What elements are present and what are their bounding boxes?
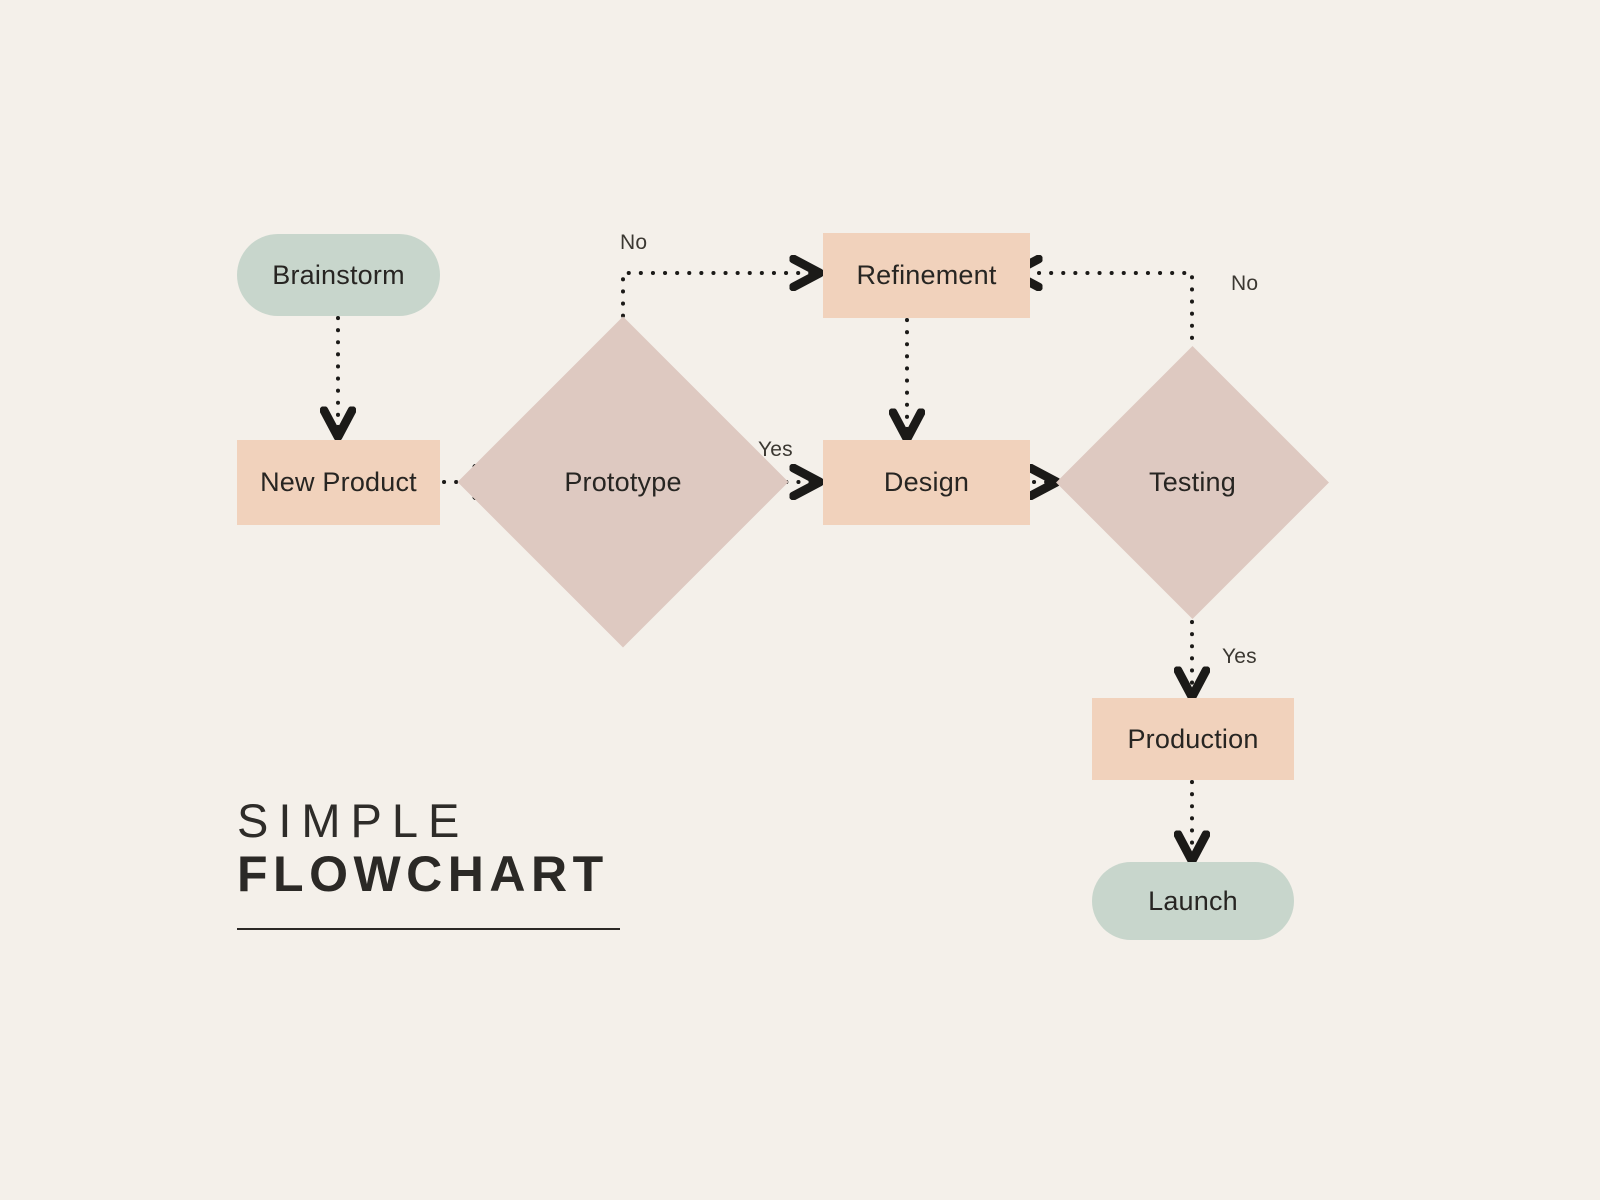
node-prototype[interactable]: Prototype — [457, 316, 789, 648]
node-testing[interactable]: Testing — [1056, 346, 1329, 619]
node-refinement[interactable]: Refinement — [823, 233, 1030, 318]
node-label-refinement: Refinement — [856, 260, 997, 290]
title-underline-rule — [237, 928, 620, 931]
node-label-testing: Testing — [1149, 467, 1236, 497]
node-brainstorm[interactable]: Brainstorm — [237, 234, 440, 316]
page-title-line-1: SIMPLE — [237, 794, 470, 847]
edge-label-no-testing: No — [1231, 272, 1259, 295]
node-design[interactable]: Design — [823, 440, 1030, 525]
node-label-prototype: Prototype — [564, 466, 682, 497]
node-launch[interactable]: Launch — [1092, 862, 1294, 940]
edge-label-no-prototype: No — [620, 231, 648, 254]
node-label-launch: Launch — [1148, 885, 1238, 916]
title-block: SIMPLE FLOWCHART — [237, 794, 620, 931]
page-title-line-2: FLOWCHART — [237, 846, 609, 903]
node-label-production: Production — [1127, 723, 1259, 754]
node-label-brainstorm: Brainstorm — [272, 259, 405, 290]
edge-testing-refinement-no — [1017, 273, 1194, 352]
node-label-design: Design — [883, 467, 970, 497]
node-new-product[interactable]: New Product — [237, 440, 440, 525]
edge-label-yes-testing: Yes — [1222, 645, 1257, 668]
node-production[interactable]: Production — [1092, 698, 1294, 780]
node-label-new-product: New Product — [260, 467, 417, 497]
edge-prototype-refinement-no — [621, 273, 815, 354]
edge-label-yes-prototype: Yes — [758, 438, 793, 461]
